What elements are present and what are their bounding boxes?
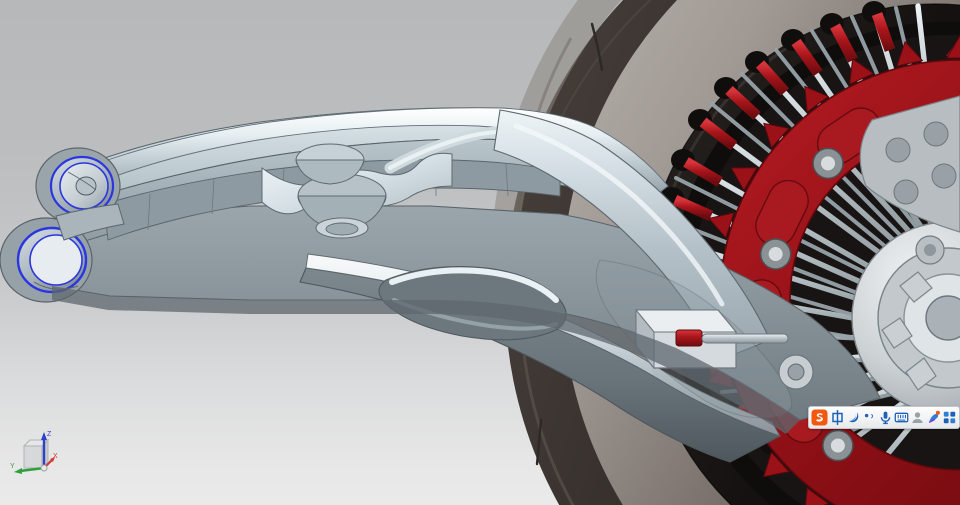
hub-flange-plate	[859, 95, 960, 233]
toolbox-icon[interactable]	[941, 407, 957, 428]
triad-label-x: X	[53, 453, 58, 460]
triad-label-y: Y	[10, 463, 15, 470]
moon-mode-icon[interactable]	[845, 407, 861, 428]
chain-adjuster-shaft	[701, 333, 789, 344]
swingarm-beam-highlight	[513, 123, 725, 307]
triad-axis-z: Z	[41, 431, 52, 468]
brake-disc-carrier	[915, 235, 945, 265]
chain-adjuster-bolt	[675, 329, 703, 347]
punctuation-toggle-icon[interactable]	[861, 407, 877, 428]
triad-axis-y: Y	[10, 463, 45, 474]
chinese-english-toggle-icon[interactable]	[829, 407, 845, 428]
rear-hub	[851, 221, 960, 415]
pivot-bearing-boss-lower[interactable]	[0, 217, 93, 303]
triad-label-z: Z	[47, 431, 52, 438]
rear-axle	[778, 354, 814, 390]
swingarm-pivot-neck	[55, 203, 125, 241]
swingarm-top-rail	[59, 107, 669, 201]
swingarm-bridge	[261, 143, 453, 239]
sogou-logo-icon[interactable]	[810, 407, 829, 428]
user-account-icon[interactable]	[909, 407, 925, 428]
orientation-triad[interactable]: Z Y X	[8, 424, 70, 484]
swingarm[interactable]	[0, 107, 881, 463]
sogou-pinyin-toolbar[interactable]	[808, 406, 960, 429]
swingarm-bottom-shadow	[52, 286, 800, 434]
triad-origin	[40, 464, 48, 472]
voice-input-icon[interactable]	[877, 407, 893, 428]
keyboard-icon[interactable]	[893, 407, 909, 428]
skin-theme-icon[interactable]	[925, 407, 941, 428]
